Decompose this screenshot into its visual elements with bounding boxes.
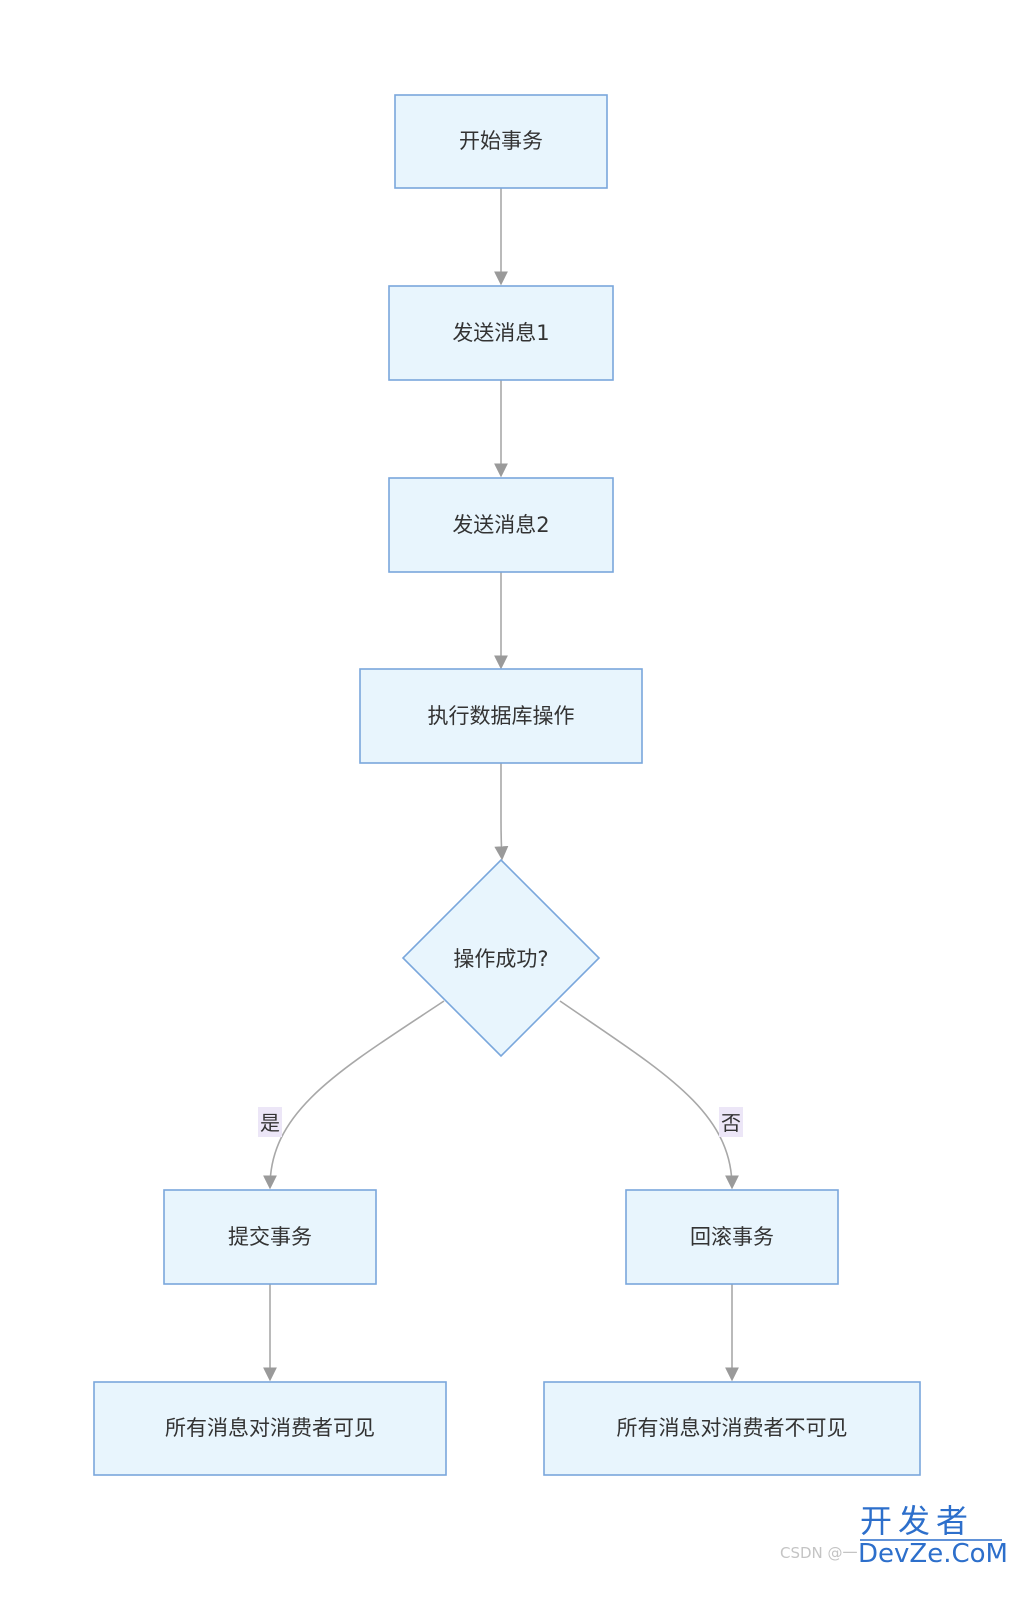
node-commit: 提交事务: [163, 1189, 377, 1285]
edge-label-no-bg: [719, 1107, 743, 1137]
edge-label-yes-text: 是: [260, 1111, 280, 1135]
node-send2-label: 发送消息2: [452, 513, 549, 537]
node-invisible-label: 所有消息对消费者不可见: [617, 1416, 848, 1440]
node-start-box: [394, 94, 608, 189]
edge-label-no: 否: [719, 1107, 743, 1137]
watermark-csdn: CSDN @一: [780, 1544, 858, 1562]
node-send2: 发送消息2: [388, 477, 614, 573]
edge-label-no-text: 否: [721, 1111, 741, 1135]
node-rollback-label: 回滚事务: [690, 1225, 774, 1249]
node-invisible: 所有消息对消费者不可见: [543, 1381, 921, 1476]
node-commit-label: 提交事务: [228, 1225, 312, 1249]
node-send1-box: [388, 285, 614, 381]
node-commit-box: [163, 1189, 377, 1285]
node-decision-label: 操作成功?: [453, 947, 548, 971]
node-rollback: 回滚事务: [625, 1189, 839, 1285]
node-db-operation-label: 执行数据库操作: [428, 704, 575, 728]
node-decision-diamond: [401, 858, 601, 1058]
edges: [263, 188, 739, 1382]
node-start: 开始事务: [394, 94, 608, 189]
node-invisible-box: [543, 1381, 921, 1476]
node-visible-box: [93, 1381, 447, 1476]
node-visible: 所有消息对消费者可见: [93, 1381, 447, 1476]
node-db-operation-box: [359, 668, 643, 764]
node-start-label: 开始事务: [459, 129, 543, 153]
node-rollback-box: [625, 1189, 839, 1285]
edge-decision-to-rollback: [559, 1000, 739, 1190]
node-send1: 发送消息1: [388, 285, 614, 381]
node-visible-label: 所有消息对消费者可见: [165, 1416, 375, 1440]
edge-label-yes: 是: [258, 1107, 282, 1137]
edge-label-yes-bg: [258, 1107, 282, 1137]
node-send1-label: 发送消息1: [452, 321, 549, 345]
watermark-logo: 开发者: [860, 1502, 974, 1540]
edge-decision-to-commit: [263, 1000, 445, 1190]
watermark-site: DevZe.CoM: [858, 1539, 1008, 1569]
node-decision: 操作成功?: [401, 858, 601, 1058]
node-db-operation: 执行数据库操作: [359, 668, 643, 764]
node-send2-box: [388, 477, 614, 573]
edge-dbop-to-decision: [494, 763, 509, 861]
watermark: CSDN @一 开发者 DevZe.CoM: [780, 1502, 1008, 1569]
